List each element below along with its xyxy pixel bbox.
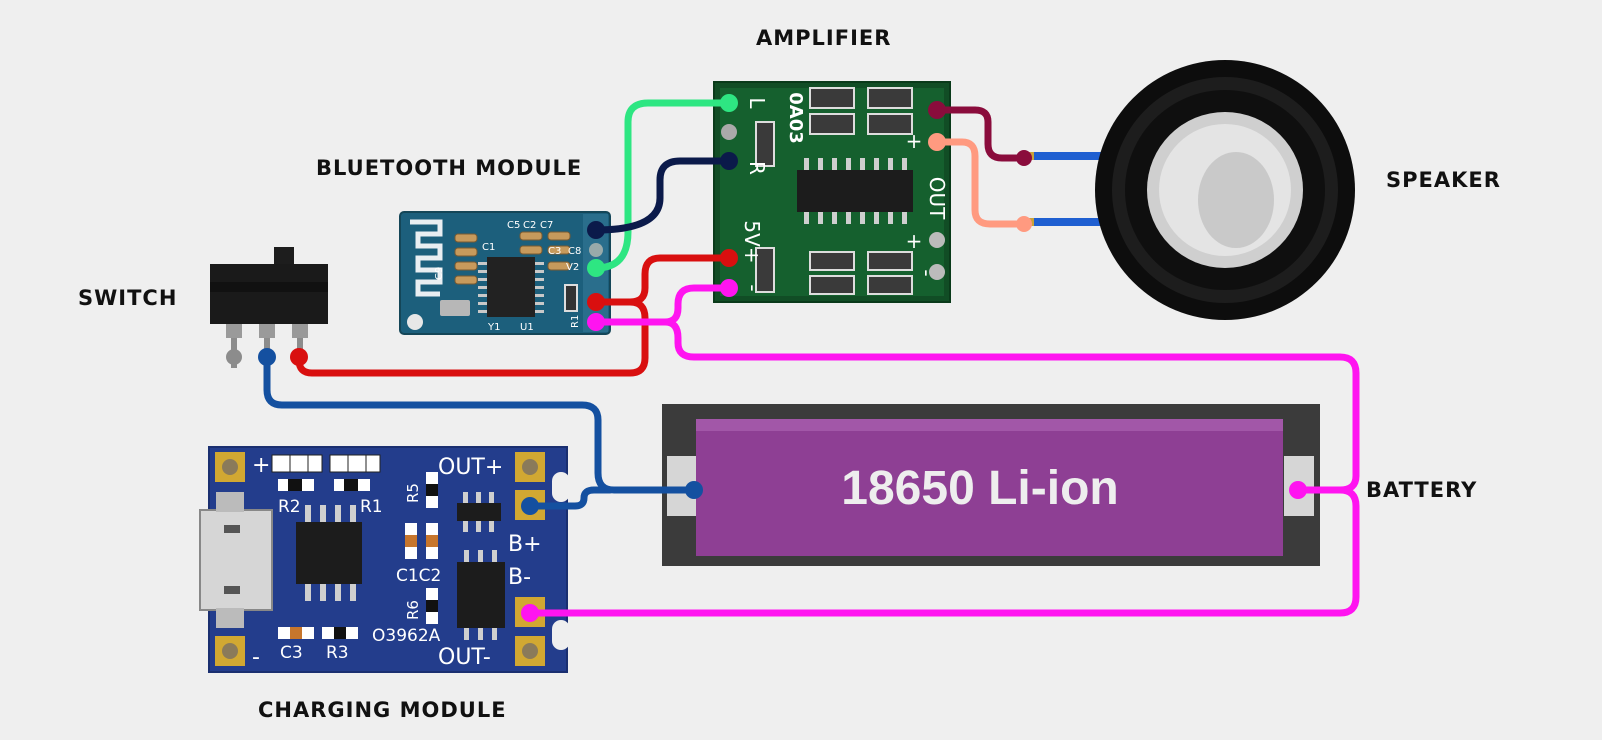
speaker-lead-positive xyxy=(1020,152,1102,160)
charger-c1c2-label: C1C2 xyxy=(396,566,441,586)
bt-chip xyxy=(487,257,535,317)
bluetooth-module-label: BLUETOOTH MODULE xyxy=(316,156,583,180)
bt-label-c8: C8 xyxy=(568,246,581,257)
charger-b-minus-label: B- xyxy=(508,565,531,590)
amp-pin-r-label: R xyxy=(745,161,769,175)
charger-chip xyxy=(296,522,362,584)
speaker-lead-negative xyxy=(1020,218,1102,226)
amp-chip xyxy=(797,170,913,212)
battery-holder: 18650 Li-ion xyxy=(662,404,1320,566)
amp-pin-l-label: L xyxy=(745,97,769,109)
wire-switch-battery xyxy=(263,353,698,494)
charger-out-plus-label: OUT+ xyxy=(438,455,503,480)
amp-pin-5v-label: 5V+ xyxy=(740,220,764,263)
amplifier-board: L R 5V+ - 0A03 OUT + + - xyxy=(713,81,951,303)
wire-power-switch xyxy=(295,298,649,377)
slide-switch xyxy=(210,247,328,368)
bt-label-c2: C2 xyxy=(523,220,536,231)
wire-speaker-negative xyxy=(933,138,1024,228)
bt-label-c7: C7 xyxy=(540,220,553,231)
bt-label-c1: C1 xyxy=(482,242,495,253)
bt-label-y1: Y1 xyxy=(487,322,500,333)
antenna-trace xyxy=(410,219,443,297)
bt-label-r1: R1 xyxy=(570,315,581,328)
bt-label-c9: C9 xyxy=(434,267,445,280)
speaker xyxy=(1020,60,1355,320)
charger-out-minus-label: OUT- xyxy=(438,645,491,670)
wire-ground-charger xyxy=(526,486,1360,617)
amp-chip-label: 0A03 xyxy=(785,92,806,144)
amp-out-label: OUT xyxy=(925,177,949,220)
charging-module-label: CHARGING MODULE xyxy=(258,698,507,722)
wire-left-channel xyxy=(592,99,733,272)
amp-out-plus-label: + xyxy=(906,129,923,153)
battery-label: BATTERY xyxy=(1366,478,1478,502)
wire-right-channel xyxy=(592,157,733,234)
battery-cell xyxy=(696,419,1283,556)
amp-out-minus-label: - xyxy=(915,269,939,276)
bt-label-c5: C5 xyxy=(507,220,520,231)
amp-pin-gnd-label: - xyxy=(741,284,765,291)
bluetooth-board: C5 C2 C7 C3 C8 C1 C9 V2 R1 Y1 U1 xyxy=(399,211,611,335)
amplifier-label: AMPLIFIER xyxy=(756,26,892,50)
charger-b-plus-label: B+ xyxy=(508,532,542,557)
wire-ground-battery xyxy=(661,318,1360,494)
charger-r5-label: R5 xyxy=(404,483,422,503)
bt-label-v2: V2 xyxy=(566,262,579,273)
charger-r2-label: R2 xyxy=(278,497,301,517)
bt-label-u1: U1 xyxy=(520,322,534,333)
bt-label-c3: C3 xyxy=(548,246,561,257)
charger-ic-label: O3962A xyxy=(372,626,441,646)
speaker-label: SPEAKER xyxy=(1386,168,1501,192)
protection-chip xyxy=(457,562,505,628)
battery-cell-label: 18650 Li-ion xyxy=(841,462,1118,515)
bt-crystal xyxy=(440,300,470,316)
charger-r1-label: R1 xyxy=(360,497,383,517)
wire-speaker-positive xyxy=(933,106,1024,162)
switch-label: SWITCH xyxy=(78,286,178,310)
charger-r3-label: R3 xyxy=(326,643,349,663)
charger-plus-label: + xyxy=(252,453,270,478)
charger-r6-label: R6 xyxy=(404,600,422,620)
charger-minus-label: - xyxy=(252,645,260,670)
charger-c3-label: C3 xyxy=(280,643,303,663)
amp-out-plus-label-2: + xyxy=(906,229,923,253)
wire-charger-out-plus xyxy=(526,486,614,510)
charging-board: + - OUT+ OUT- B+ B- R2 R1 C3 R3 R5 R6 C1… xyxy=(199,446,570,673)
